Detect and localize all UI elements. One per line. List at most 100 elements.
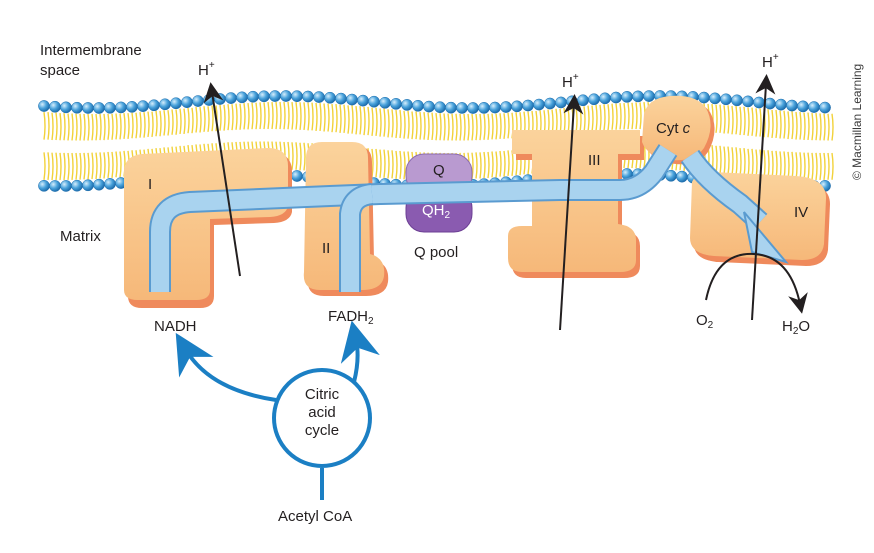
lipid-head	[258, 90, 270, 103]
lipid-tail	[795, 111, 798, 140]
lipid-tail	[371, 107, 374, 137]
lipid-tail	[475, 152, 478, 179]
lipid-head	[93, 102, 105, 114]
lipid-head	[247, 90, 259, 103]
lipid-tail	[815, 152, 818, 181]
lipid-head	[104, 178, 116, 190]
complex-iii-label: III	[588, 152, 601, 169]
lipid-head	[698, 91, 710, 104]
cyt-c-label: Cyt c	[656, 120, 691, 137]
lipid-tail	[339, 104, 342, 133]
lipid-tail	[171, 109, 174, 135]
lipid-head	[478, 102, 490, 114]
lipid-head	[731, 94, 743, 107]
lipid-tail	[151, 111, 154, 138]
lipid-tail	[807, 152, 810, 181]
lipid-tail	[59, 113, 62, 141]
lipid-tail	[71, 152, 74, 180]
lipid-tail	[499, 113, 502, 140]
lipid-tail	[603, 104, 606, 131]
lipid-head	[71, 179, 83, 192]
lipid-tail	[135, 112, 138, 139]
lipid-tail	[119, 113, 122, 140]
lipid-tail	[351, 105, 354, 134]
proton-arrows	[203, 74, 776, 331]
lipid-tail	[107, 151, 110, 179]
lipid-tail	[827, 152, 830, 180]
lipid-tail	[111, 113, 114, 140]
lipid-tail	[63, 113, 66, 141]
lipid-tail	[355, 106, 358, 135]
intermembrane-label-line1: Intermembrane	[40, 42, 142, 59]
lipid-head	[291, 170, 303, 182]
lipid-tail	[759, 108, 762, 137]
lipid-tail	[175, 109, 178, 135]
lipid-head	[225, 92, 237, 104]
lipid-head	[511, 100, 523, 113]
lipid-tail	[87, 152, 90, 180]
lipid-tail	[823, 152, 826, 181]
lipid-tail	[463, 113, 466, 141]
lipid-tail	[791, 111, 794, 140]
complex-ii-label: II	[322, 240, 331, 257]
lipid-head	[588, 93, 600, 106]
lipid-tail	[731, 147, 734, 176]
electron-path	[149, 144, 789, 292]
lipid-tail	[223, 104, 226, 131]
lipid-tail	[583, 106, 586, 132]
lipid-tail	[495, 151, 498, 178]
lipid-tail	[51, 152, 54, 181]
lipid-tail	[379, 108, 382, 137]
o2-label: O2	[696, 312, 714, 331]
lipid-tail	[343, 104, 346, 133]
lipid-tail	[719, 145, 722, 175]
lipid-head	[500, 101, 512, 113]
lipid-head	[676, 170, 688, 183]
h-plus-label-3: H+	[762, 52, 779, 72]
lipid-tail	[739, 106, 742, 136]
lipid-tail	[139, 112, 142, 138]
lipid-tail	[335, 103, 338, 133]
lipid-head	[148, 99, 160, 112]
fadh2-label: FADH2	[328, 308, 374, 327]
lipid-head	[82, 179, 94, 192]
lipid-tail	[347, 105, 350, 134]
lipid-tail	[391, 109, 394, 138]
lipid-tail	[719, 104, 722, 133]
lipid-tail	[595, 104, 598, 131]
lipid-tail	[459, 113, 462, 141]
lipid-head	[610, 91, 622, 104]
citric-label-line1: Citric	[304, 386, 340, 403]
lipid-tail	[191, 107, 194, 134]
lipid-tail	[267, 102, 270, 130]
lipid-tail	[479, 152, 482, 179]
lipid-tail	[735, 147, 738, 176]
lipid-tail	[495, 113, 498, 140]
acetyl-coa-label: Acetyl CoA	[278, 508, 353, 525]
lipid-tail	[103, 113, 106, 141]
lipid-tail	[487, 151, 490, 179]
lipid-tail	[379, 149, 382, 178]
qh2-label: QH2	[422, 202, 451, 221]
lipid-tail	[123, 113, 126, 139]
lipid-tail	[447, 113, 450, 141]
lipid-tail	[451, 113, 454, 141]
lipid-head	[82, 102, 94, 114]
lipid-tail	[255, 102, 258, 130]
lipid-head	[577, 94, 589, 107]
lipid-tail	[383, 149, 386, 178]
lipid-tail	[299, 102, 302, 131]
lipid-tail	[279, 101, 282, 130]
lipid-tail	[179, 108, 182, 135]
lipid-head	[104, 101, 116, 114]
lipid-tail	[503, 150, 506, 177]
lipid-tail	[755, 149, 758, 178]
lipid-tail	[299, 142, 302, 171]
lipid-tail	[307, 102, 310, 131]
lipid-tail	[443, 113, 446, 141]
citric-acid-cycle-label: Citric acid cycle	[290, 386, 354, 440]
lipid-tail	[815, 112, 818, 141]
lipid-tail	[187, 107, 190, 134]
lipid-tail	[747, 148, 750, 178]
lipid-tail	[99, 113, 102, 141]
